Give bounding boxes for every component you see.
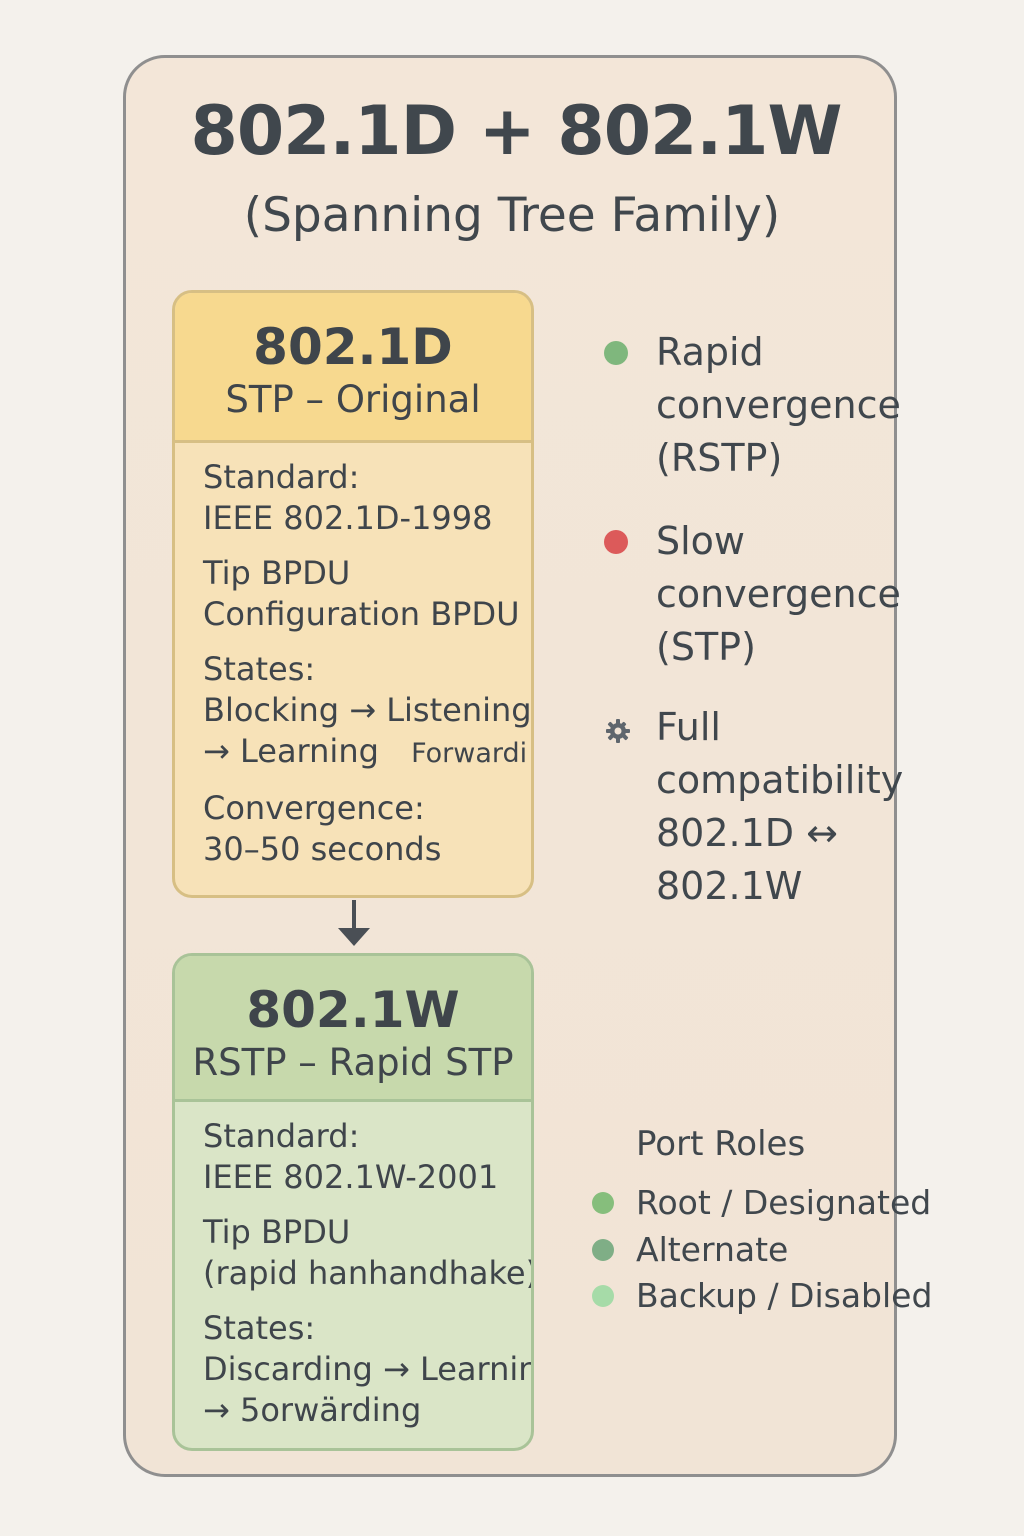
legend-item-slow-line1: Slow xyxy=(656,519,746,563)
legend-item-rapid-text: Rapid convergence (RSTP) xyxy=(656,326,901,485)
rstp-standard-label: Standard: xyxy=(203,1117,360,1155)
legend-item-rapid-line3: (RSTP) xyxy=(656,436,783,480)
rstp-states-field: States: Discarding → Learning → 5orwärdi… xyxy=(203,1308,534,1431)
legend-item-rapid-line1: Rapid xyxy=(656,330,764,374)
gear-icon xyxy=(606,719,630,743)
rstp-standard-field: Standard: IEEE 802.1W-2001 xyxy=(203,1116,521,1198)
stp-convergence-label: Convergence: xyxy=(203,789,425,827)
stp-states-line2: → Learning xyxy=(203,732,379,770)
stp-states-field: States: Blocking → Listening → Learning … xyxy=(203,649,532,774)
green-dot-icon xyxy=(604,341,628,365)
stp-card-body: Standard: IEEE 802.1D-1998 Tip BPDU Conf… xyxy=(175,443,531,870)
stp-states-line2-row: → Learning Forwardi xyxy=(203,731,527,774)
stp-states-line1: Blocking → Listening xyxy=(203,691,532,729)
port-role-root-designated: Root / Designated xyxy=(592,1183,931,1223)
stp-states-line2-extra: Forwardi xyxy=(411,738,528,769)
rstp-card-id: 802.1W xyxy=(246,981,460,1039)
rstp-card-body: Standard: IEEE 802.1W-2001 Tip BPDU (rap… xyxy=(175,1102,531,1431)
port-role-label: Alternate xyxy=(636,1230,789,1269)
alternate-dot-icon xyxy=(592,1239,614,1261)
backup-disabled-dot-icon xyxy=(592,1285,614,1307)
stp-standard-label: Standard: xyxy=(203,458,360,496)
rstp-card-name: RSTP – Rapid STP xyxy=(192,1041,514,1084)
legend-item-compatibility-line1: Full xyxy=(656,705,721,749)
legend-item-compatibility-line4: 802.1W xyxy=(656,864,803,908)
legend-item-slow-line3: (STP) xyxy=(656,625,756,669)
rstp-bpdu-value: (rapid hanhandhake) xyxy=(203,1254,534,1292)
stp-bpdu-value: Configuration BPDU xyxy=(203,595,520,633)
page-title: 802.1D + 802.1W xyxy=(190,92,843,171)
port-role-label: Backup / Disabled xyxy=(636,1276,933,1315)
port-roles-title: Port Roles xyxy=(636,1124,806,1164)
stp-convergence-value: 30–50 seconds xyxy=(203,830,442,868)
legend-item-rapid-line2: convergence xyxy=(656,383,901,427)
port-role-alternate: Alternate xyxy=(592,1230,896,1270)
rstp-bpdu-field: Tip BPDU (rapid hanhandhake) xyxy=(203,1212,534,1294)
rstp-states-label: States: xyxy=(203,1309,316,1347)
legend-item-compatibility-line2: compatibility xyxy=(656,758,904,802)
stp-standard-value: IEEE 802.1D-1998 xyxy=(203,499,493,537)
rstp-standard-value: IEEE 802.1W-2001 xyxy=(203,1158,499,1196)
rstp-card: 802.1W RSTP – Rapid STP Standard: IEEE 8… xyxy=(172,953,534,1451)
legend-item-compatibility-text: Full compatibility 802.1D ↔ 802.1W xyxy=(656,701,904,913)
legend-item-compatibility-line3: 802.1D ↔ xyxy=(656,811,838,855)
page-subtitle: (Spanning Tree Family) xyxy=(243,188,781,243)
stp-convergence-field: Convergence: 30–50 seconds xyxy=(203,788,521,870)
rstp-states-line1: Discarding → Learning xyxy=(203,1350,534,1388)
port-role-label: Root / Designated xyxy=(636,1183,932,1222)
stp-bpdu-field: Tip BPDU Configuration BPDU xyxy=(203,553,521,635)
port-role-backup-disabled: Backup / Disabled xyxy=(592,1276,932,1316)
legend-item-slow-text: Slow convergence (STP) xyxy=(656,515,901,674)
arrow-head-icon xyxy=(338,928,370,946)
rstp-card-header: 802.1W RSTP – Rapid STP xyxy=(175,956,531,1102)
root-designated-dot-icon xyxy=(592,1192,614,1214)
arrow-down-icon xyxy=(352,900,356,934)
stp-card-header: 802.1D STP – Original xyxy=(175,293,531,443)
stp-card: 802.1D STP – Original Standard: IEEE 802… xyxy=(172,290,534,898)
stp-standard-field: Standard: IEEE 802.1D-1998 xyxy=(203,457,521,539)
legend-item-slow-line2: convergence xyxy=(656,572,901,616)
stp-card-name: STP – Original xyxy=(225,378,481,421)
stp-card-id: 802.1D xyxy=(253,318,453,376)
rstp-bpdu-label: Tip BPDU xyxy=(203,1213,351,1251)
stp-bpdu-label: Tip BPDU xyxy=(203,554,351,592)
rstp-states-line2: → 5orwärding xyxy=(203,1391,422,1429)
stp-states-label: States: xyxy=(203,650,316,688)
red-dot-icon xyxy=(604,530,628,554)
